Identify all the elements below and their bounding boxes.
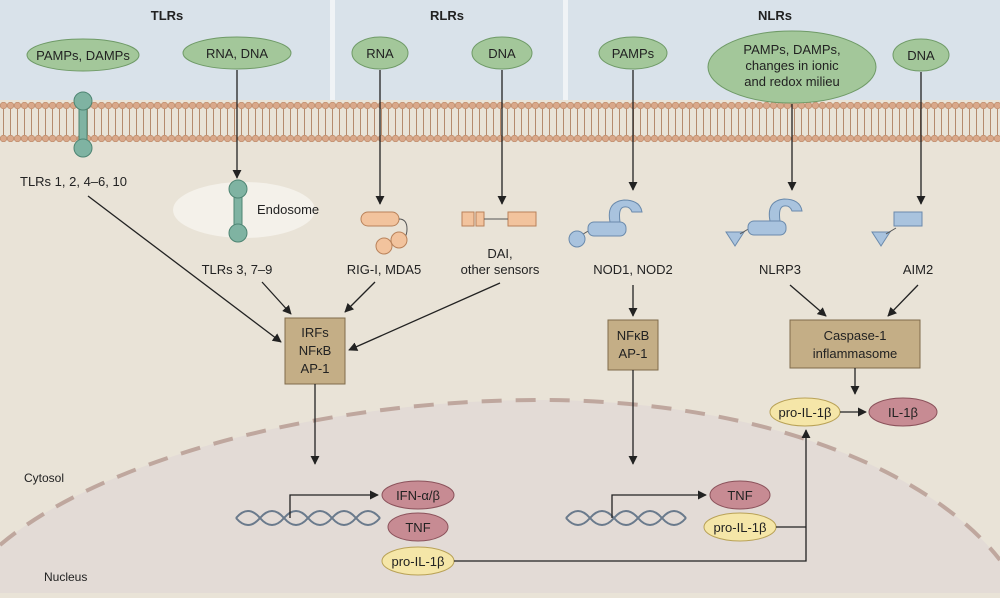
svg-text:NFκB: NFκB xyxy=(617,328,650,343)
endosomal-tlr-receptor xyxy=(228,179,248,243)
svg-text:PAMPs, DAMPs,: PAMPs, DAMPs, xyxy=(743,42,840,57)
svg-text:TNF: TNF xyxy=(405,520,430,535)
svg-text:inflammasome: inflammasome xyxy=(813,346,898,361)
svg-text:Caspase-1: Caspase-1 xyxy=(824,328,887,343)
header-nlrs: NLRs xyxy=(758,8,792,23)
svg-text:RNA: RNA xyxy=(366,46,394,61)
svg-text:pro-IL-1β: pro-IL-1β xyxy=(392,554,445,569)
label-rigi-mda5: RIG-I, MDA5 xyxy=(347,262,421,277)
label-dai: DAI, xyxy=(487,246,512,261)
section-divider xyxy=(330,0,335,100)
caspase1-inflammasome-box: Caspase-1 inflammasome xyxy=(789,319,921,369)
svg-text:PAMPs, DAMPs: PAMPs, DAMPs xyxy=(36,48,130,63)
svg-text:IL-1β: IL-1β xyxy=(888,405,918,420)
pro-il1b-right: pro-IL-1β xyxy=(703,512,777,542)
dna-helix-left xyxy=(235,510,381,526)
svg-text:DNA: DNA xyxy=(907,48,935,63)
ligand-rlr-rna: RNA xyxy=(351,36,409,70)
ifn-alpha-beta: IFN-α/β xyxy=(381,480,455,510)
cytosol-label: Cytosol xyxy=(24,471,64,485)
pro-il1b-left: pro-IL-1β xyxy=(381,546,455,576)
ligand-nod-pamps: PAMPs xyxy=(598,36,668,70)
arrow-aim2-to-caspase xyxy=(887,284,919,317)
tnf-right: TNF xyxy=(709,480,771,510)
svg-text:IFN-α/β: IFN-α/β xyxy=(396,488,440,503)
aim2-protein xyxy=(871,211,923,247)
nod-protein xyxy=(568,199,643,248)
il1b-mature: IL-1β xyxy=(868,397,938,427)
svg-text:PAMPs: PAMPs xyxy=(612,46,655,61)
label-tlrs-endosomal: TLRs 3, 7–9 xyxy=(202,262,273,277)
arrow-nlrp3-to-caspase xyxy=(789,284,827,317)
arrow-transcription-left xyxy=(289,490,379,518)
signaling-arrows xyxy=(87,70,926,562)
svg-text:pro-IL-1β: pro-IL-1β xyxy=(714,520,767,535)
plasma-membrane xyxy=(0,102,1000,142)
ligand-rlr-dna: DNA xyxy=(471,36,533,70)
svg-text:IRFs: IRFs xyxy=(301,325,329,340)
header-tlrs: TLRs xyxy=(151,8,184,23)
dai-sensor xyxy=(461,211,537,227)
label-tlrs-surface: TLRs 1, 2, 4–6, 10 xyxy=(20,174,127,189)
rigi-protein xyxy=(360,211,408,255)
label-other-sensors: other sensors xyxy=(461,262,540,277)
label-nlrp3: NLRP3 xyxy=(759,262,801,277)
nuclear-envelope xyxy=(0,397,1000,562)
svg-text:changes in ionic: changes in ionic xyxy=(745,58,839,73)
arrow-tlr-endosomal-to-tf xyxy=(261,281,292,315)
nucleus-label: Nucleus xyxy=(44,570,87,584)
svg-text:TNF: TNF xyxy=(727,488,752,503)
svg-text:AP-1: AP-1 xyxy=(619,346,648,361)
ligand-tlr-endosomal: RNA, DNA xyxy=(182,36,292,70)
nlrp3-protein xyxy=(725,198,803,247)
svg-text:AP-1: AP-1 xyxy=(301,361,330,376)
ligand-aim2-dna: DNA xyxy=(892,38,950,72)
dna-helix-right xyxy=(565,510,687,526)
nucleus-area xyxy=(0,400,1000,593)
label-nod: NOD1, NOD2 xyxy=(593,262,672,277)
arrow-pro-il1b-export xyxy=(454,429,811,562)
surface-tlr-receptor xyxy=(73,91,93,158)
svg-text:and redox milieu: and redox milieu xyxy=(744,74,839,89)
endosome-label: Endosome xyxy=(257,202,319,217)
arrow-tlr-surface-to-tf xyxy=(87,195,282,343)
pro-il1b-cytosol: pro-IL-1β xyxy=(769,397,841,427)
tf-box-nfkb-ap1: NFκB AP-1 xyxy=(607,319,659,371)
ligand-nlrp3: PAMPs, DAMPs, changes in ionic and redox… xyxy=(707,30,877,104)
svg-text:NFκB: NFκB xyxy=(299,343,332,358)
header-rlrs: RLRs xyxy=(430,8,464,23)
tnf-left: TNF xyxy=(387,512,449,542)
arrow-dai-to-tf xyxy=(348,282,501,351)
label-aim2: AIM2 xyxy=(903,262,933,277)
ligand-tlr-surface: PAMPs, DAMPs xyxy=(26,38,140,72)
section-divider xyxy=(563,0,568,100)
tf-box-irfs-nfkb-ap1: IRFs NFκB AP-1 xyxy=(284,317,346,385)
svg-text:RNA, DNA: RNA, DNA xyxy=(206,46,268,61)
svg-text:pro-IL-1β: pro-IL-1β xyxy=(779,405,832,420)
arrow-rigi-to-tf xyxy=(344,281,376,313)
svg-text:DNA: DNA xyxy=(488,46,516,61)
endosome xyxy=(173,182,315,238)
arrow-transcription-right xyxy=(611,490,707,518)
